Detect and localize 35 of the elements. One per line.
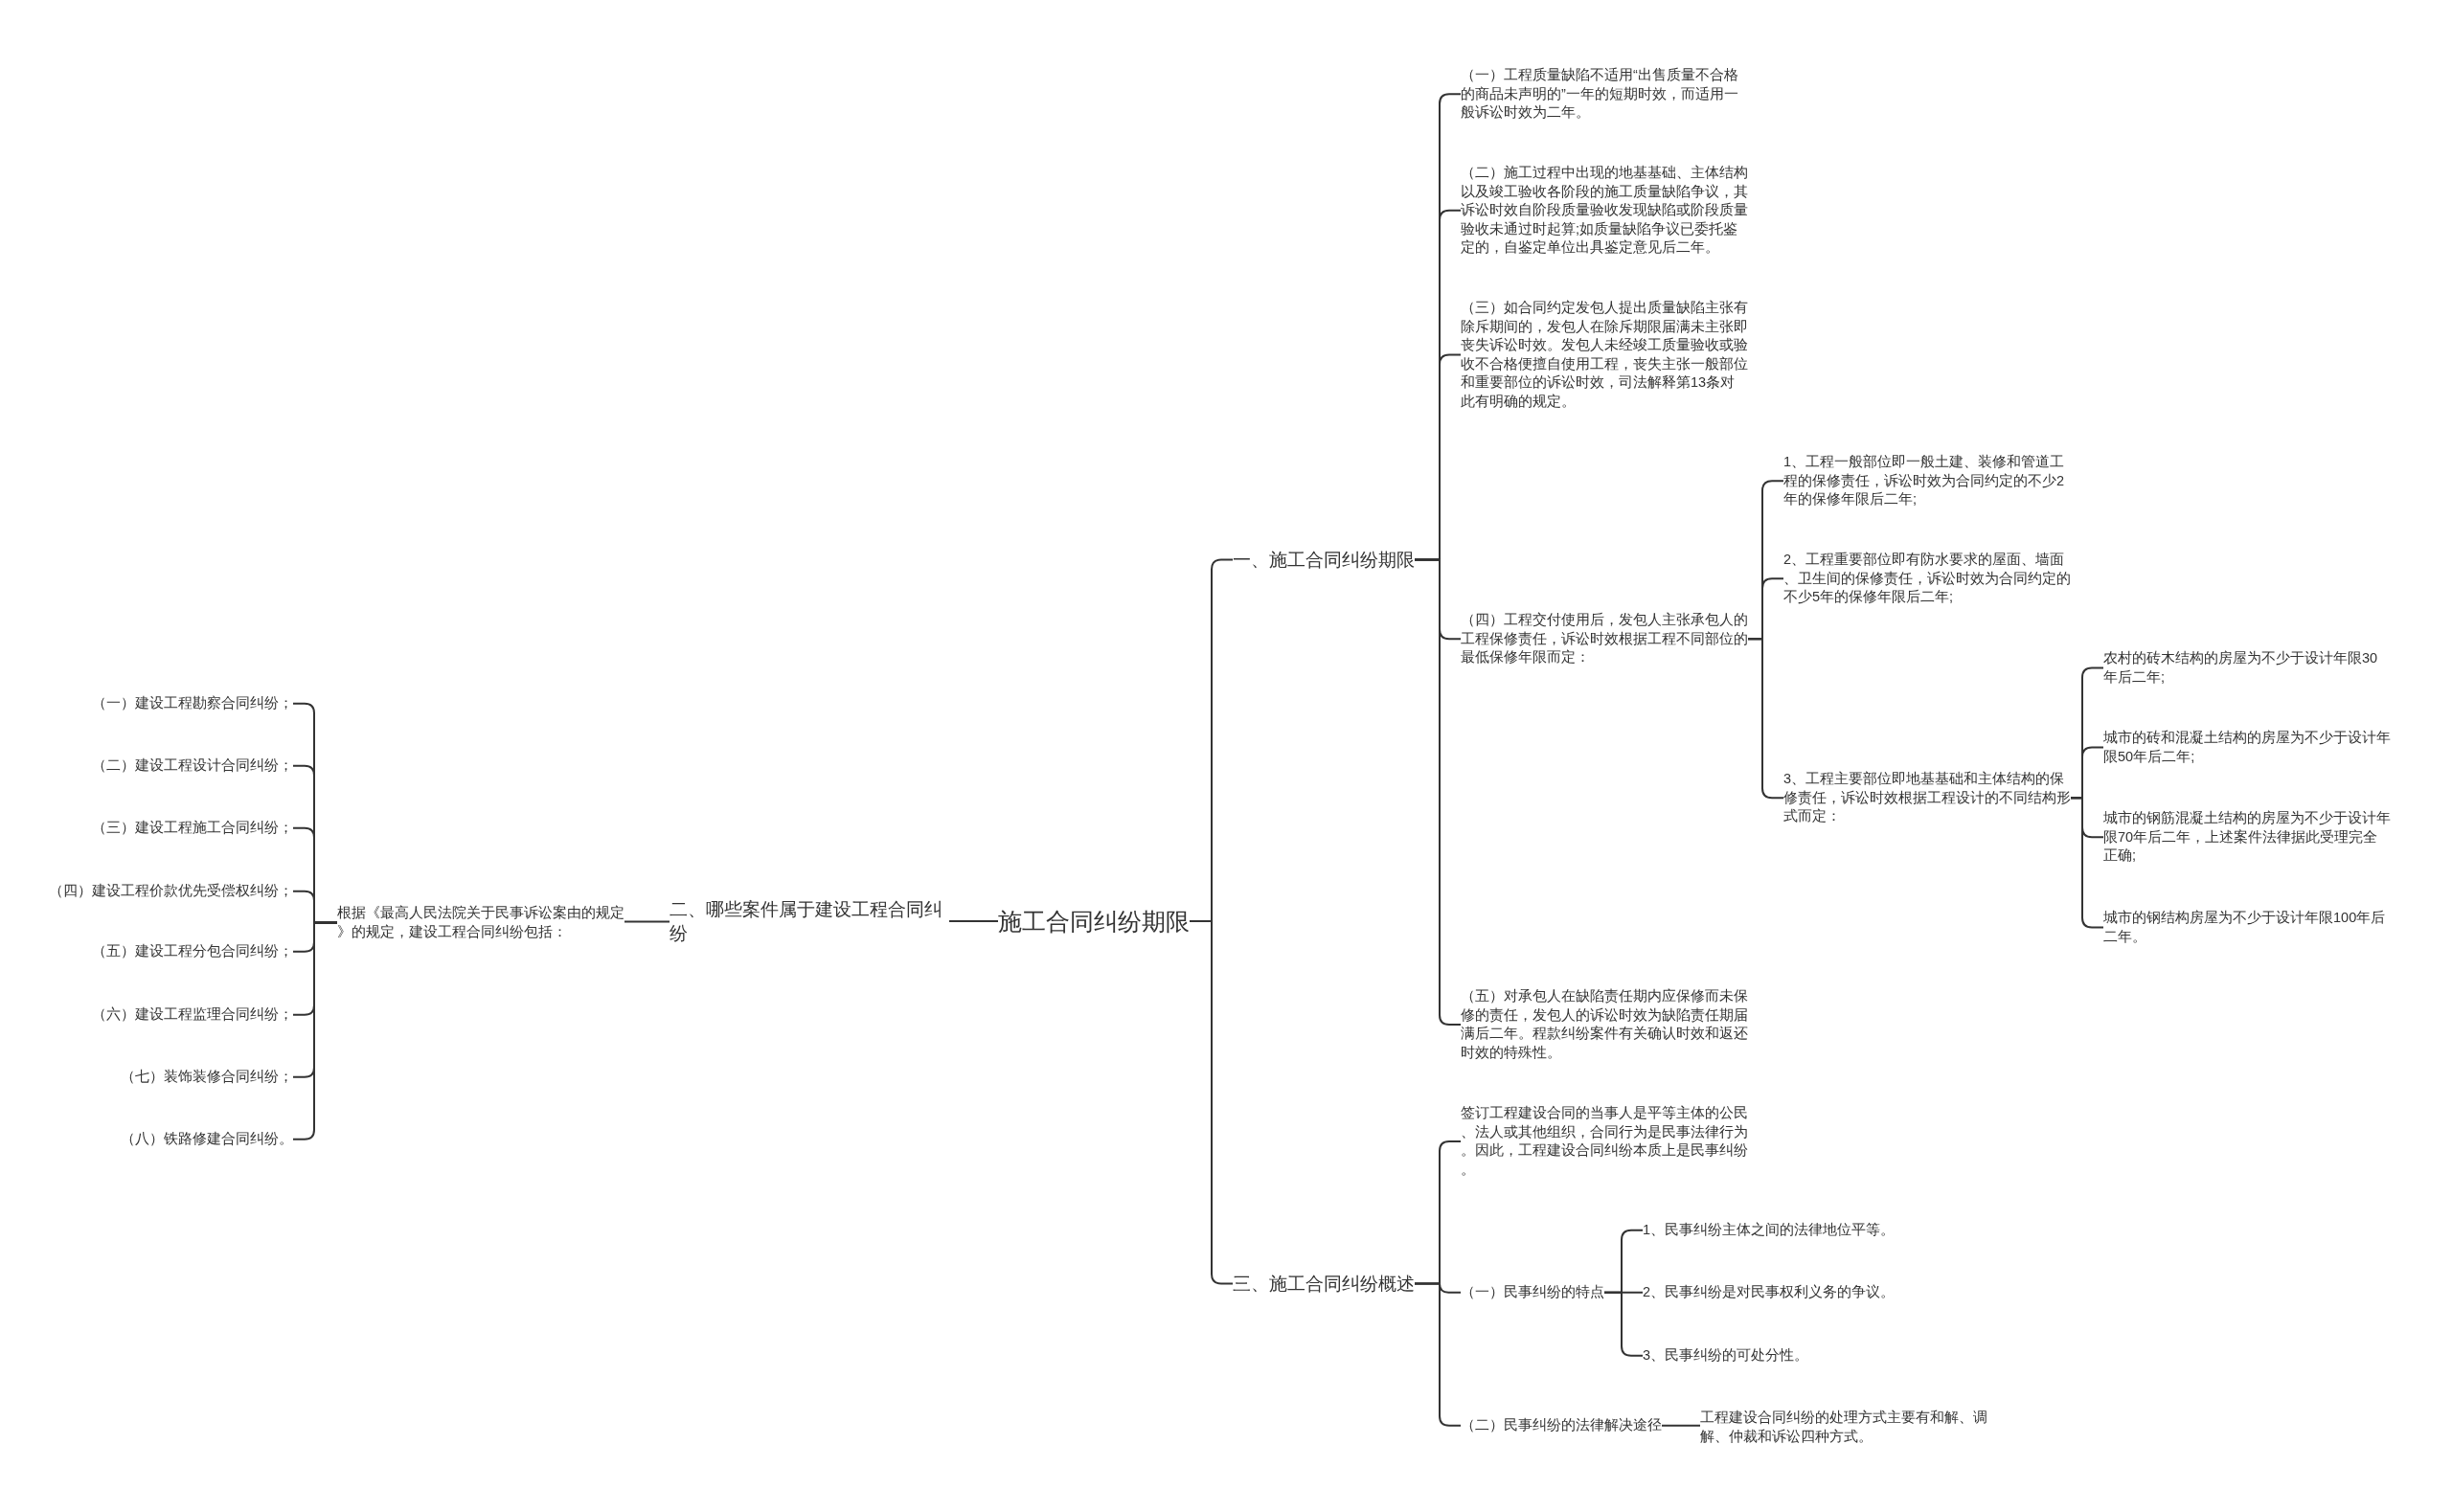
- branch-topic: 三、施工合同纠纷概述: [1233, 1272, 1415, 1296]
- subtopic-text: （七）装饰装修合同纠纷；: [121, 1068, 293, 1087]
- branch-topic: 一、施工合同纠纷期限: [1233, 548, 1415, 572]
- subtopic-text: 3、民事纠纷的可处分性。: [1643, 1346, 1809, 1365]
- central-topic: 施工合同纠纷期限: [998, 906, 1190, 937]
- subtopic-text: （三）如合同约定发包人提出质量缺陷主张有除斥期间的，发包人在除斥期限届满未主张即丧失诉讼时效。发包人未经竣工质量验收或验收不合格便擅自使用工程，丧失主张一般部位和重要部位的诉讼时效，司法解释第13条对此有明确的规定。: [1461, 299, 1748, 411]
- subtopic-text: （五）对承包人在缺陷责任期内应保修而未保修的责任，发包人的诉讼时效为缺陷责任期届满后二年。程款纠纷案件有关确认时效和返还时效的特殊性。: [1461, 987, 1748, 1062]
- subtopic-text: （一）工程质量缺陷不适用“出售质量不合格的商品未声明的”一年的短期时效，而适用一般诉讼时效为二年。: [1461, 66, 1748, 123]
- branch-topic: 二、哪些案件属于建设工程合同纠纷: [670, 898, 949, 945]
- subtopic-text: （八）铁路修建合同纠纷。: [121, 1130, 293, 1149]
- subtopic-text: 农村的砖木结构的房屋为不少于设计年限30年后二年;: [2103, 649, 2391, 687]
- subtopic-text: 签订工程建设合同的当事人是平等主体的公民、法人或其他组织，合同行为是民事法律行为。因此，工程建设合同纠纷本质上是民事纠纷。: [1461, 1104, 1748, 1179]
- subtopic-text: （四）工程交付使用后，发包人主张承包人的工程保修责任，诉讼时效根据工程不同部位的最低保修年限而定：: [1461, 611, 1748, 667]
- subtopic-text: （六）建设工程监理合同纠纷；: [92, 1005, 293, 1025]
- subtopic-text: （二）施工过程中出现的地基基础、主体结构以及竣工验收各阶段的施工质量缺陷争议，其诉讼时效自阶段质量验收发现缺陷或阶段质量验收未通过时起算;如质量缺陷争议已委托鉴定的，自鉴定单位出具鉴定意见后二年。: [1461, 164, 1748, 258]
- subtopic-text: （五）建设工程分包合同纠纷；: [92, 942, 293, 961]
- subtopic-text: （一）民事纠纷的特点: [1461, 1283, 1604, 1302]
- subtopic-text: 1、工程一般部位即一般土建、装修和管道工程的保修责任，诉讼时效为合同约定的不少2年的保修年限后二年;: [1783, 453, 2071, 509]
- subtopic-text: 城市的钢筋混凝土结构的房屋为不少于设计年限70年后二年，上述案件法律据此受理完全正确;: [2103, 809, 2391, 866]
- subtopic-text: 城市的砖和混凝土结构的房屋为不少于设计年限50年后二年;: [2103, 729, 2391, 766]
- subtopic-text: 根据《最高人民法院关于民事诉讼案由的规定》的规定，建设工程合同纠纷包括：: [337, 904, 624, 941]
- subtopic-text: （四）建设工程价款优先受偿权纠纷；: [49, 882, 293, 901]
- subtopic-text: （三）建设工程施工合同纠纷；: [92, 819, 293, 838]
- subtopic-text: （二）民事纠纷的法律解决途径: [1461, 1416, 1662, 1435]
- connector-line: [948, 920, 999, 922]
- subtopic-text: 工程建设合同纠纷的处理方式主要有和解、调解、仲裁和诉讼四种方式。: [1700, 1409, 1987, 1446]
- connector-line: [1661, 1424, 1701, 1427]
- subtopic-text: 2、民事纠纷是对民事权利义务的争议。: [1643, 1283, 1896, 1302]
- subtopic-text: （一）建设工程勘察合同纠纷；: [92, 694, 293, 713]
- subtopic-text: 1、民事纠纷主体之间的法律地位平等。: [1643, 1221, 1896, 1240]
- subtopic-text: 2、工程重要部位即有防水要求的屋面、墙面、卫生间的保修责任，诉讼时效为合同约定的不少5年的保修年限后二年;: [1783, 551, 2071, 607]
- subtopic-text: （二）建设工程设计合同纠纷；: [92, 756, 293, 776]
- subtopic-text: 城市的钢结构房屋为不少于设计年限100年后二年。: [2103, 909, 2391, 946]
- subtopic-text: 3、工程主要部位即地基基础和主体结构的保修责任，诉讼时效根据工程设计的不同结构形式而定：: [1783, 770, 2071, 826]
- connector-line: [624, 920, 670, 923]
